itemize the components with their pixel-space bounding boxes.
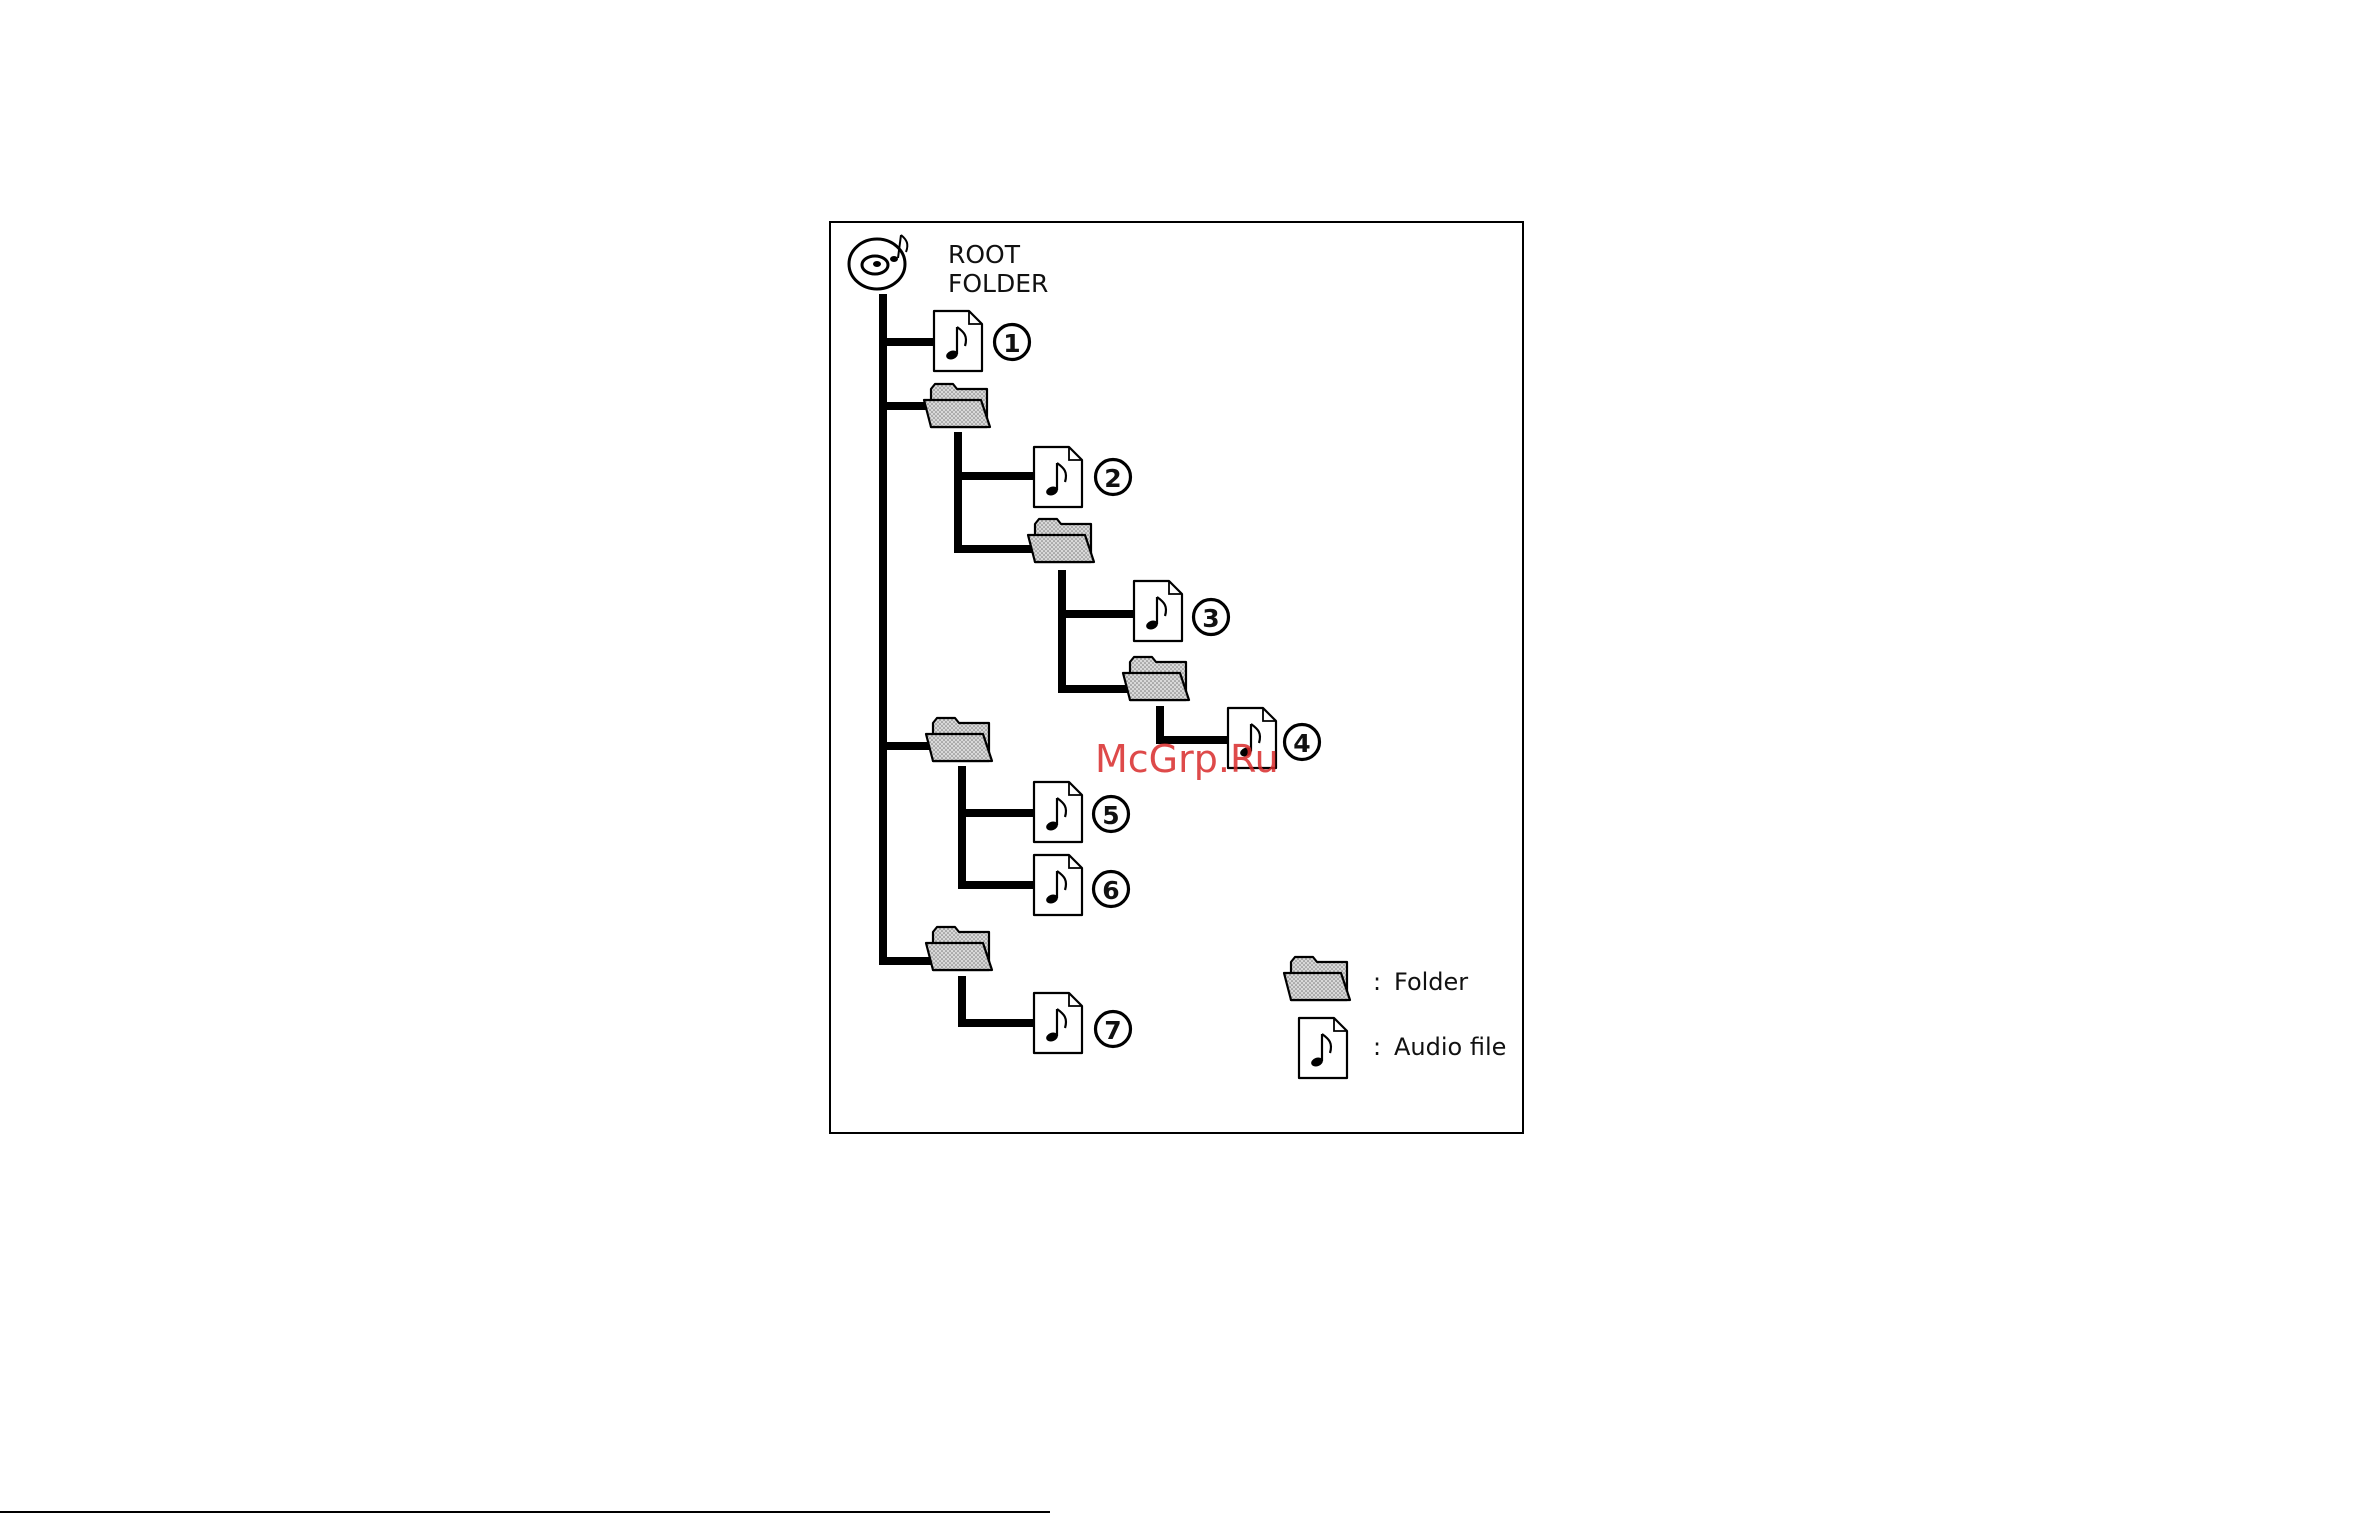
- folder-icon: [926, 927, 992, 970]
- audio-file-icon: [1034, 855, 1082, 915]
- audio-file-icon: [1034, 782, 1082, 842]
- audio-file-icon: [1299, 1018, 1347, 1078]
- root-label-line1: ROOT: [948, 240, 1021, 269]
- root-label-line2: FOLDER: [948, 269, 1048, 298]
- watermark: McGrp.Ru: [1095, 737, 1279, 781]
- audio-file-icon: [934, 311, 982, 371]
- audio-file-icon: [1034, 447, 1082, 507]
- file-number-badge: 5: [1094, 797, 1129, 832]
- legend-folder-label: Folder: [1394, 968, 1468, 996]
- folder-icon: [1284, 957, 1350, 1000]
- folder-icon: [926, 718, 992, 761]
- file-number: 3: [1202, 604, 1219, 633]
- file-number: 2: [1104, 464, 1121, 493]
- folder-icon: [924, 384, 990, 427]
- file-number: 1: [1003, 329, 1020, 358]
- audio-file-icon: [1134, 581, 1182, 641]
- legend-folder-colon: :: [1373, 968, 1381, 996]
- audio-file-icon: [1034, 993, 1082, 1053]
- file-number-badge: 2: [1096, 460, 1131, 495]
- file-number-badge: 4: [1285, 725, 1320, 760]
- legend-audio-label: Audio file: [1394, 1033, 1506, 1061]
- file-number-badge: 3: [1194, 600, 1229, 635]
- folder-icon: [1028, 519, 1094, 562]
- file-number: 4: [1293, 729, 1310, 758]
- file-number-badge: 1: [995, 325, 1030, 360]
- folder-icon: [1123, 657, 1189, 700]
- file-number-badge: 6: [1094, 872, 1129, 907]
- file-number: 6: [1102, 876, 1119, 905]
- file-number: 5: [1102, 801, 1119, 830]
- legend-audio-colon: :: [1373, 1033, 1381, 1061]
- file-number: 7: [1104, 1016, 1121, 1045]
- file-number-badge: 7: [1096, 1012, 1131, 1047]
